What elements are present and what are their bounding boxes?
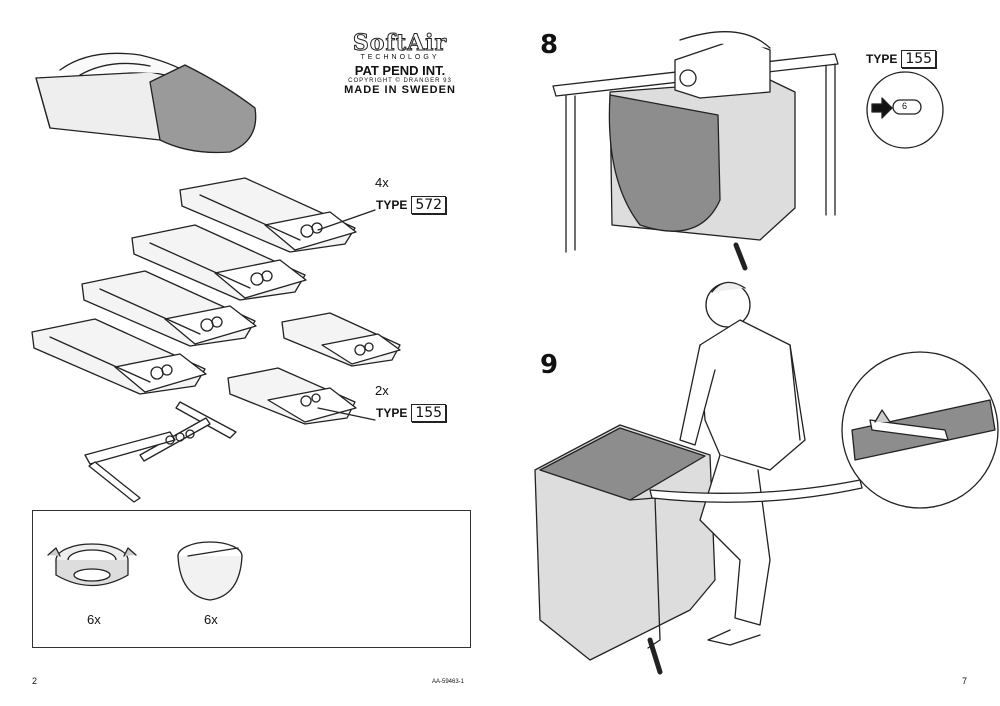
type-word: TYPE: [866, 52, 898, 66]
cup-qty-label: 6x: [204, 612, 218, 627]
brand-copyright: COPYRIGHT © DRANGER 93: [348, 78, 452, 84]
cup-illustration: [177, 541, 243, 601]
snap-ring-illustration: [47, 543, 137, 587]
type-572-number: 572: [411, 196, 447, 214]
sheet-type-572-3: [81, 270, 257, 347]
step-8-number: 8: [540, 30, 559, 60]
sheet-type-572-2: [131, 224, 307, 301]
cover-bag-illustration: [35, 52, 257, 154]
brand-technology: TECHNOLOGY: [360, 54, 440, 61]
type-155-badge: TYPE 155: [376, 404, 447, 422]
arrow-indicator-6: [866, 71, 944, 149]
leader-155: [317, 407, 376, 421]
type-155-number: 155: [411, 404, 447, 422]
qty-155-label: 2x: [375, 383, 389, 398]
brand-block: SoftAir TECHNOLOGY PAT PEND INT. COPYRIG…: [330, 30, 470, 97]
type-word: TYPE: [376, 406, 408, 420]
sheet-type-155-2: [227, 367, 357, 425]
leader-572: [317, 209, 376, 231]
qty-572-label: 4x: [375, 175, 389, 190]
document-id: AA-59463-1: [432, 679, 465, 685]
zipper-detail-circle: [841, 351, 999, 509]
type-572-badge: TYPE 572: [376, 196, 447, 214]
softair-logo: SoftAir: [352, 30, 448, 57]
sheet-type-572-1: [179, 177, 357, 253]
brand-patent: PAT PEND INT.: [354, 63, 446, 78]
ring-qty-label: 6x: [87, 612, 101, 627]
type-word: TYPE: [376, 198, 408, 212]
step-9-number: 9: [540, 350, 559, 380]
brand-made-in: MADE IN SWEDEN: [344, 84, 456, 96]
spreader-tool: [84, 401, 237, 503]
page-number-right: 7: [962, 676, 968, 686]
page-number-left: 2: [32, 676, 38, 686]
step8-table-illustration: [552, 31, 839, 271]
sheet-type-572-4: [31, 318, 207, 395]
type-155-badge-right: TYPE 155: [866, 50, 937, 68]
parts-box: [32, 510, 471, 648]
type-155-number-right: 155: [901, 50, 937, 68]
sheet-type-155-1: [281, 312, 401, 367]
step9-person-illustration: [534, 281, 863, 675]
arrow-number: 6: [902, 101, 908, 111]
